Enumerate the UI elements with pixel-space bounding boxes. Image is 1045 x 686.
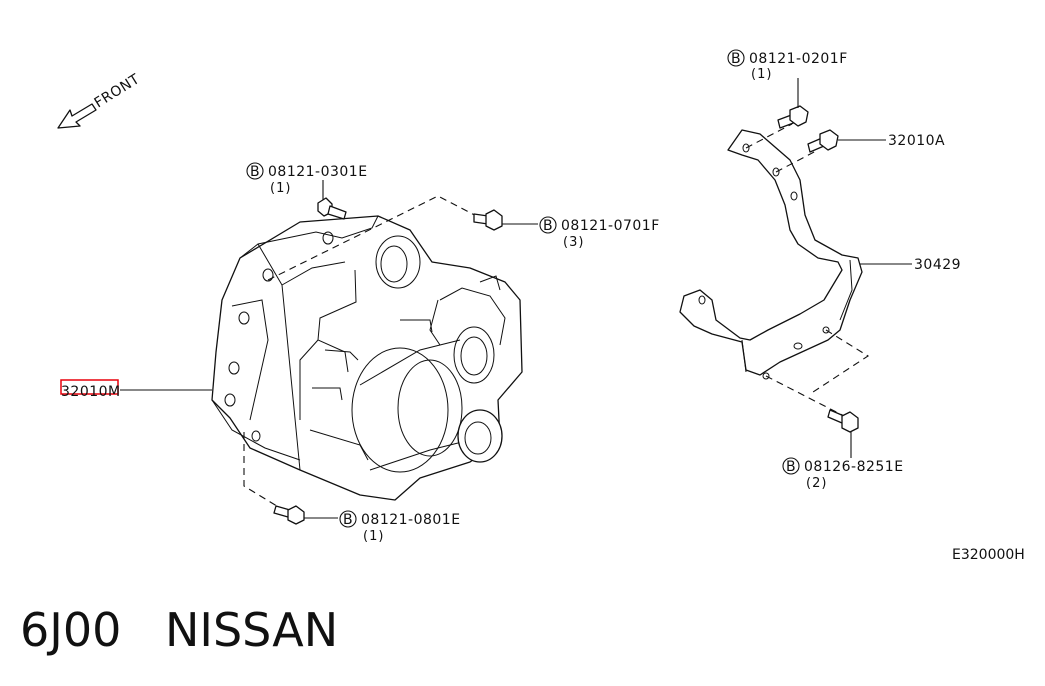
callout-bolt-0201f[interactable]: B 08121-0201F (1) bbox=[727, 49, 848, 82]
callout-bolt-0801e[interactable]: B 08121-0801E (1) bbox=[339, 510, 461, 544]
quantity: (3) bbox=[563, 235, 584, 250]
highlight-box bbox=[60, 379, 119, 395]
brand-name: NISSAN bbox=[165, 603, 338, 657]
bolt-icon bbox=[827, 409, 859, 433]
callout-transmission[interactable]: 32010M bbox=[60, 379, 121, 400]
catalog-code: E320000H bbox=[952, 547, 1025, 563]
bolt-icon bbox=[777, 105, 809, 129]
bolt-icon bbox=[317, 197, 347, 220]
quantity: (1) bbox=[751, 67, 772, 82]
quantity: (2) bbox=[806, 476, 827, 491]
part-number: 08121-0301E bbox=[268, 164, 368, 180]
callout-bracket[interactable]: 30429 bbox=[914, 257, 961, 273]
bolt-symbol: B bbox=[731, 51, 741, 67]
part-number: 08126-8251E bbox=[804, 459, 904, 475]
callout-bolt-0301e[interactable]: B 08121-0301E (1) bbox=[246, 162, 368, 196]
bolt-icon bbox=[273, 505, 305, 525]
callout-bolt-8251e[interactable]: B 08126-8251E (2) bbox=[782, 457, 904, 491]
part-number: 32010M bbox=[61, 384, 121, 400]
part-number: 32010A bbox=[888, 133, 945, 149]
bolt-symbol: B bbox=[543, 218, 553, 234]
bolt-symbol: B bbox=[786, 459, 796, 475]
bolt-symbol: B bbox=[250, 164, 260, 180]
quantity: (1) bbox=[363, 529, 384, 544]
bolt-icon bbox=[473, 209, 503, 231]
bracket-illustration bbox=[679, 129, 863, 380]
callout-bolt-32010a[interactable]: 32010A bbox=[888, 133, 945, 149]
part-number: 30429 bbox=[914, 257, 961, 273]
part-number: 08121-0801E bbox=[361, 512, 461, 528]
model-code: 6J00 bbox=[20, 603, 121, 657]
transmission-illustration bbox=[211, 215, 523, 501]
callout-bolt-0701f[interactable]: B 08121-0701F (3) bbox=[539, 216, 660, 250]
quantity: (1) bbox=[270, 181, 291, 196]
bolt-symbol: B bbox=[343, 512, 353, 528]
part-number: 08121-0201F bbox=[749, 51, 848, 67]
bolt-icon bbox=[807, 129, 839, 153]
front-arrow-icon bbox=[57, 103, 97, 129]
front-label: FRONT bbox=[92, 71, 143, 111]
part-number: 08121-0701F bbox=[561, 218, 660, 234]
